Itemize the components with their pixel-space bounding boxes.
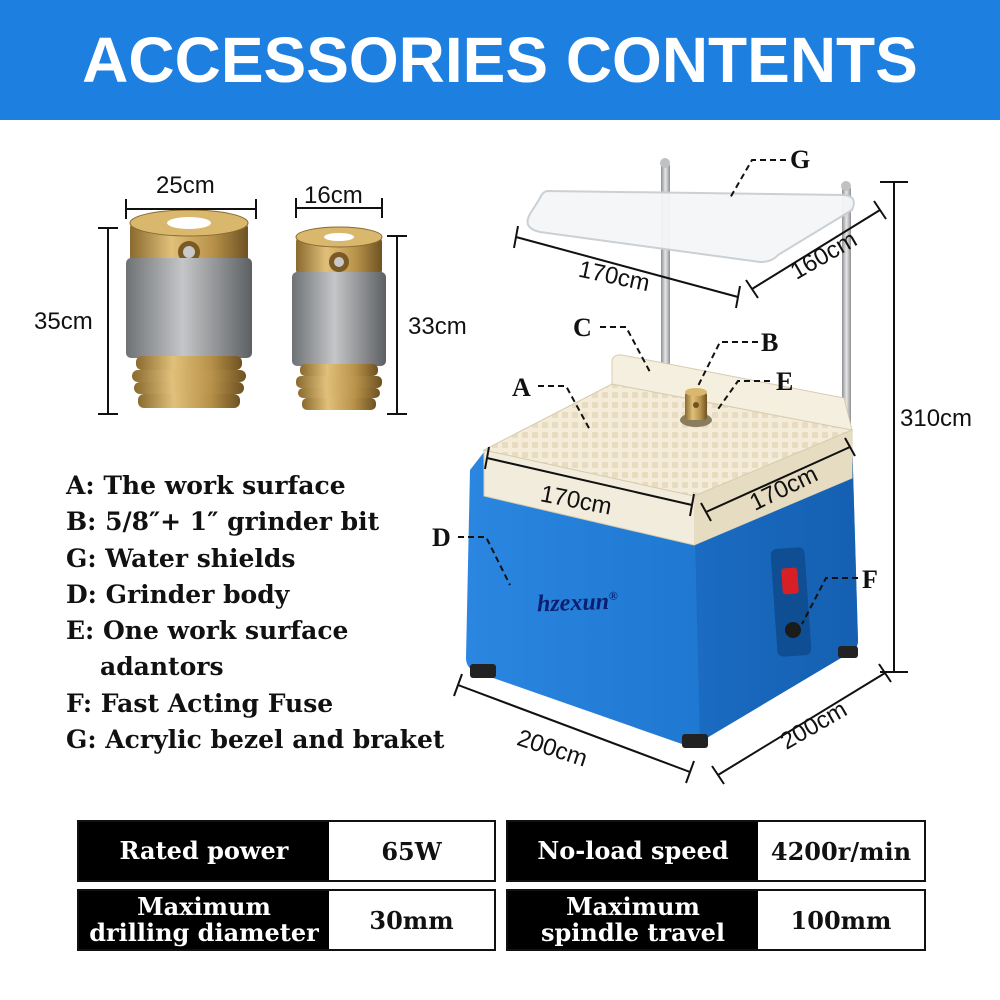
small-grinder-bit xyxy=(292,226,386,410)
spec-label: No-load speed xyxy=(508,822,758,880)
spec-value: 65W xyxy=(329,822,494,880)
legend-item-b: B: 5/8″+ 1″ grinder bit xyxy=(66,507,380,537)
callout-c: C xyxy=(573,313,592,342)
total-height-label: 310cm xyxy=(900,405,973,432)
large-bit-width-label: 25cm xyxy=(156,172,215,199)
legend-item-g-bezel: G: Acrylic bezel and braket xyxy=(66,725,445,755)
spec-label: Rated power xyxy=(79,822,329,880)
brand-logo: hzexun® xyxy=(536,588,619,618)
spec-value: 100mm xyxy=(758,891,924,949)
callout-a: A xyxy=(512,373,531,402)
page-title: ACCESSORIES CONTENTS xyxy=(82,24,918,96)
callout-e: E xyxy=(776,367,794,396)
large-bit-height-label: 35cm xyxy=(34,308,93,335)
fuse-holder xyxy=(785,622,801,638)
shield-rod-left xyxy=(661,165,670,380)
switch-panel xyxy=(770,547,812,657)
spec-no-load-speed: No-load speed 4200r/min xyxy=(506,820,926,882)
callout-b: B xyxy=(761,328,779,357)
spec-value: 4200r/min xyxy=(758,822,924,880)
callout-leaders xyxy=(458,159,858,625)
large-grinder-bit xyxy=(126,209,252,408)
machine-dimension-lines xyxy=(453,181,908,785)
acrylic-water-shield xyxy=(526,189,855,264)
legend-item-e: E: One work surface xyxy=(66,616,349,646)
shield-rod-right xyxy=(842,188,851,428)
spec-value: 30mm xyxy=(329,891,494,949)
power-switch xyxy=(781,567,799,595)
callout-g: G xyxy=(790,145,811,174)
spec-rated-power: Rated power 65W xyxy=(77,820,496,882)
header-banner xyxy=(0,0,1000,120)
bit-dimension-lines xyxy=(98,198,407,415)
legend-item-f: F: Fast Acting Fuse xyxy=(66,688,334,718)
legend-item-a: A: The work surface xyxy=(66,471,346,500)
legend-item-d: D: Grinder body xyxy=(66,579,290,609)
small-bit-height-label: 33cm xyxy=(408,313,467,340)
callout-d: D xyxy=(432,523,451,552)
callout-f: F xyxy=(862,565,878,594)
legend-item-g-shields: G: Water shields xyxy=(66,543,296,573)
small-bit-width-label: 16cm xyxy=(304,182,363,209)
legend-item-e-continued: adantors xyxy=(100,652,224,682)
parts-legend: A: The work surface B: 5/8″+ 1″ grinder … xyxy=(66,468,466,758)
